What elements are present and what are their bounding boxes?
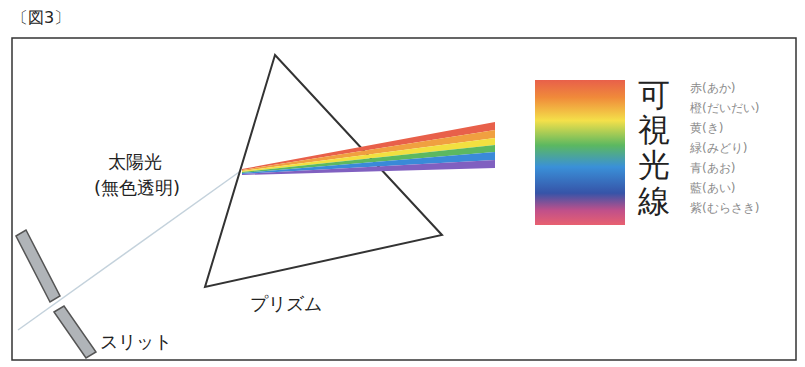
visible-light-label: 可視光線: [638, 78, 670, 219]
spectrum-bar: [535, 80, 625, 225]
light-note: (無色透明): [94, 176, 180, 200]
color-name: 赤(あか): [690, 80, 735, 97]
figure-title: 〔図3〕: [12, 8, 70, 29]
frame: [12, 38, 796, 360]
color-name: 青(あお): [690, 160, 735, 177]
color-name: 紫(むらさき): [690, 200, 759, 217]
color-name: 橙(だいだい): [690, 100, 759, 117]
color-name: 黄(き): [690, 120, 723, 137]
light-label: 太陽光: [108, 150, 162, 174]
light-ray: [18, 170, 242, 330]
prism-label: プリズム: [250, 292, 322, 316]
slit-label: スリット: [100, 330, 172, 354]
color-name: 緑(みどり): [690, 140, 747, 157]
slit: [16, 230, 96, 358]
spectrum-fan: [242, 122, 495, 175]
color-name: 藍(あい): [690, 180, 735, 197]
